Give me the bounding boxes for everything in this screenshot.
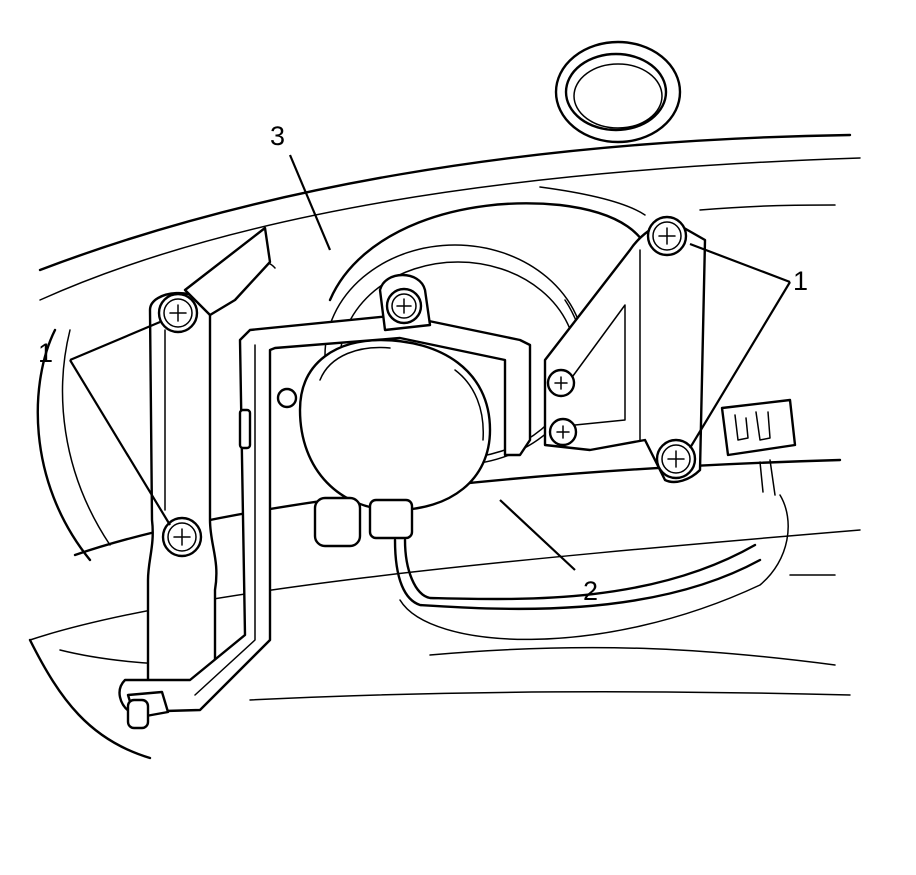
leader-lines bbox=[69, 154, 791, 571]
bolt-top-left bbox=[157, 292, 199, 334]
adjuster-stud bbox=[126, 690, 170, 730]
bolt-middle bbox=[385, 287, 423, 325]
fascia-round-cap bbox=[554, 40, 682, 144]
callout-bolt-left: 1 bbox=[38, 338, 53, 368]
bolt-bottom-right bbox=[655, 438, 697, 480]
electrical-connector-icon bbox=[720, 398, 797, 457]
callout-bolt-right: 1 bbox=[793, 266, 808, 296]
fog-lamp bbox=[298, 338, 492, 548]
side-stud bbox=[238, 387, 298, 450]
adjuster-screws bbox=[546, 368, 578, 447]
bolt-bottom-left bbox=[161, 516, 203, 558]
callout-fog-lamp: 2 bbox=[583, 576, 598, 606]
callout-bumper-fascia: 3 bbox=[270, 121, 285, 151]
bolt-top-right bbox=[646, 215, 688, 257]
wiring-harness bbox=[393, 459, 789, 641]
